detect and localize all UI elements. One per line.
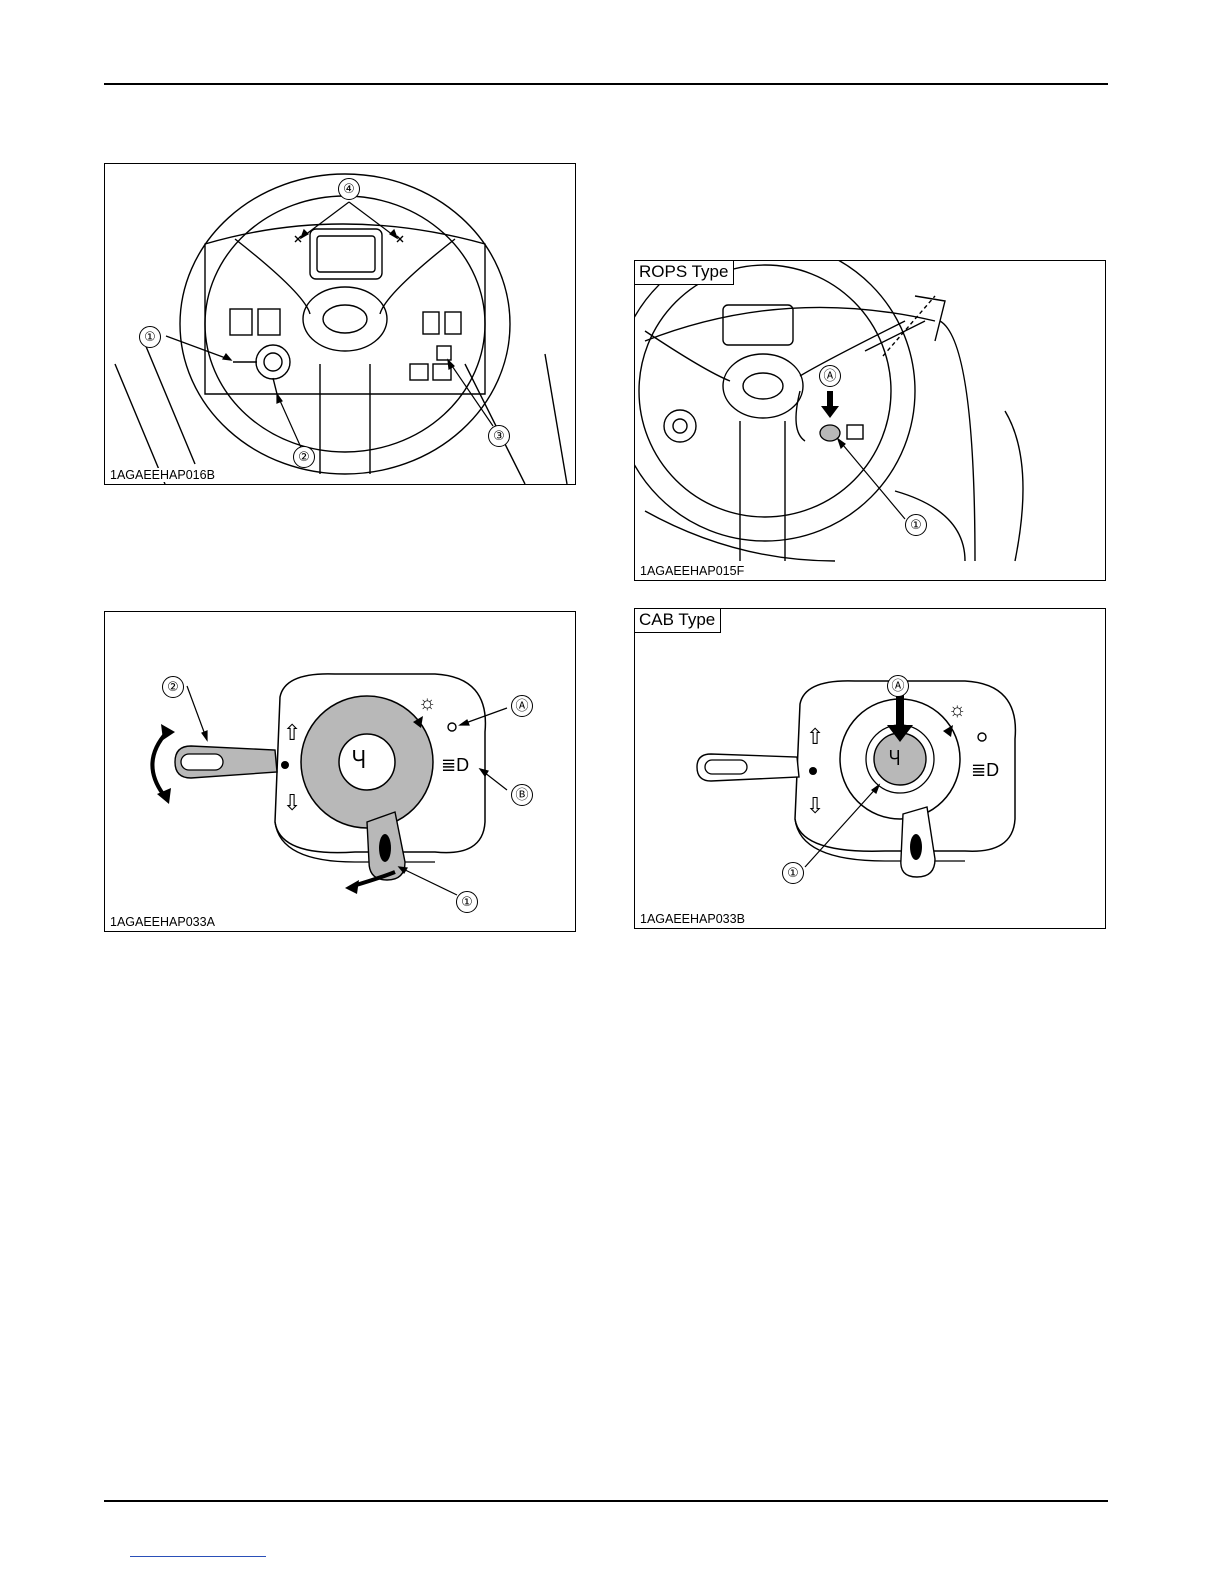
footer-link-underline[interactable] — [130, 1556, 266, 1557]
callout-1: ① — [139, 326, 161, 348]
turn-down-arrow-icon: ⇩ — [806, 795, 824, 817]
turn-down-arrow-icon: ⇩ — [283, 792, 301, 814]
footer-rule — [104, 1500, 1108, 1502]
callout-a: Ⓐ — [511, 695, 533, 717]
turn-up-arrow-icon: ⇧ — [806, 726, 824, 748]
figure-rops-type: ROPS Type Ⓐ ① 1AGAEEHAP015F — [634, 260, 1106, 581]
figure-steering-overview: ① ② ③ ④ 1AGAEEHAP016B — [104, 163, 576, 485]
callout-b: Ⓑ — [511, 784, 533, 806]
headlight-icon: ≣D — [441, 754, 469, 776]
callout-1: ① — [782, 862, 804, 884]
callout-2: ② — [162, 676, 184, 698]
callout-1: ① — [456, 891, 478, 913]
callout-a: Ⓐ — [819, 365, 841, 387]
figure-code: 1AGAEEHAP033A — [110, 915, 219, 929]
figure-type-label: ROPS Type — [635, 261, 734, 285]
callout-2: ② — [293, 446, 315, 468]
rops-horn-drawing — [635, 261, 1106, 581]
callout-1: ① — [905, 514, 927, 536]
figure-code: 1AGAEEHAP033B — [640, 912, 749, 926]
callout-a: Ⓐ — [887, 675, 909, 697]
callout-3: ③ — [488, 425, 510, 447]
figure-type-label: CAB Type — [635, 609, 721, 633]
figure-code: 1AGAEEHAP016B — [110, 468, 219, 482]
header-rule — [104, 83, 1108, 85]
turn-up-arrow-icon: ⇧ — [283, 722, 301, 744]
combination-switch-drawing — [105, 612, 576, 932]
callout-4: ④ — [338, 178, 360, 200]
work-light-icon: ☼ — [948, 699, 966, 721]
headlight-icon: ≣D — [971, 759, 999, 781]
horn-icon: Ⴗ — [352, 748, 366, 774]
figure-combination-switch: ⇧ ⇩ Ⴗ ☼ ≣D ② Ⓐ Ⓑ ① 1AGAEEHAP033A — [104, 611, 576, 932]
cab-horn-drawing — [635, 609, 1106, 929]
figure-cab-type: ⇧ ⇩ Ⴗ ☼ ≣D CAB Type Ⓐ ① 1AGAEEHAP033B — [634, 608, 1106, 929]
horn-icon: Ⴗ — [889, 748, 900, 770]
figure-code: 1AGAEEHAP015F — [640, 564, 748, 578]
work-light-icon: ☼ — [418, 692, 436, 714]
